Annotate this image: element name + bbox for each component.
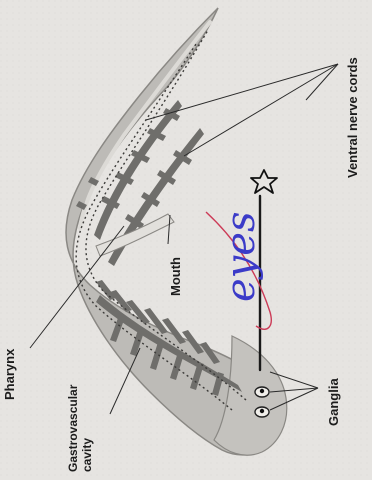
label-gastrovascular-line1: Gastrovascular: [66, 385, 80, 472]
handwritten-eyes: eyes: [218, 212, 264, 302]
label-mouth: Mouth: [168, 257, 183, 296]
label-ganglia: Ganglia: [326, 378, 341, 426]
label-ventral-nerve-cords: Ventral nerve cords: [345, 57, 360, 178]
label-gastrovascular-line2: cavity: [80, 385, 94, 472]
label-gastrovascular-cavity: Gastrovascular cavity: [66, 385, 94, 472]
label-pharynx: Pharynx: [2, 349, 17, 400]
